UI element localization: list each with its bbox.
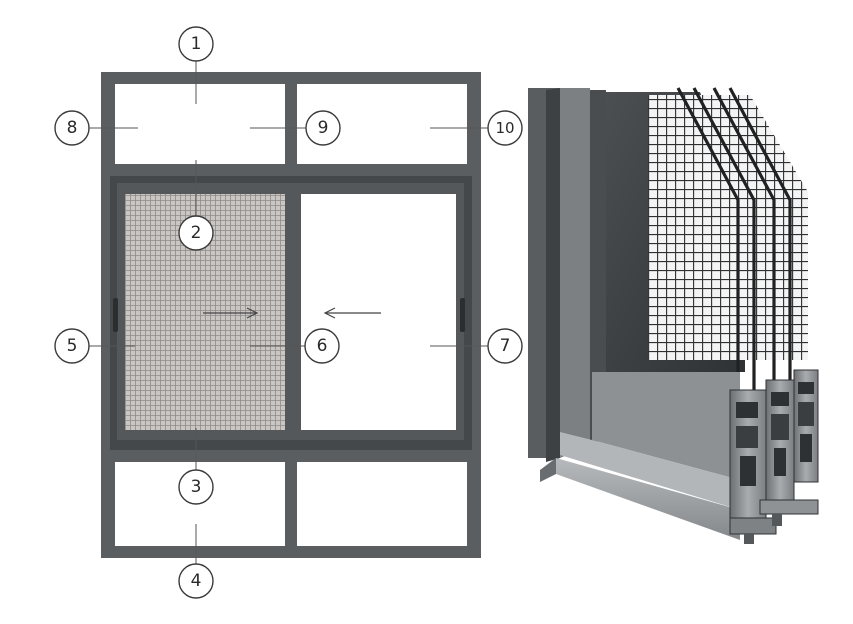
callout-5: 5 [54,328,90,364]
window-handle-icon [113,298,465,332]
right-glass-pane [301,194,456,430]
glass-edges [676,87,792,396]
callout-4: 4 [178,563,214,599]
callout-9: 9 [305,110,341,146]
callout-label: 8 [67,118,78,138]
callout-label: 10 [495,119,514,137]
callout-label: 5 [67,336,78,356]
callout-6: 6 [304,328,340,364]
callout-1: 1 [178,26,214,62]
callout-8: 8 [54,110,90,146]
callout-7: 7 [487,328,523,364]
arrow-right-icon [203,307,259,319]
arrow-left-icon [323,307,381,319]
top-left-pane [115,84,285,164]
sash-post [560,88,590,458]
callout-label: 4 [191,571,202,591]
callout-10: 10 [487,110,523,146]
lower-sash-face [592,372,740,480]
callout-label: 3 [191,477,202,497]
window-elevation: 1 8 9 10 2 5 6 7 [54,26,523,599]
callout-label: 1 [191,34,202,54]
profile-cross-section [528,87,819,544]
bottom-right-pane [297,462,467,546]
bottom-track [556,458,740,540]
callout-label: 2 [191,223,202,243]
callout-label: 6 [317,336,328,356]
leader-lines [88,61,489,564]
callout-label: 7 [500,336,511,356]
callout-label: 9 [318,118,329,138]
callout-3: 3 [178,469,214,505]
profile-cut-face [729,369,819,544]
callout-2: 2 [178,215,214,251]
